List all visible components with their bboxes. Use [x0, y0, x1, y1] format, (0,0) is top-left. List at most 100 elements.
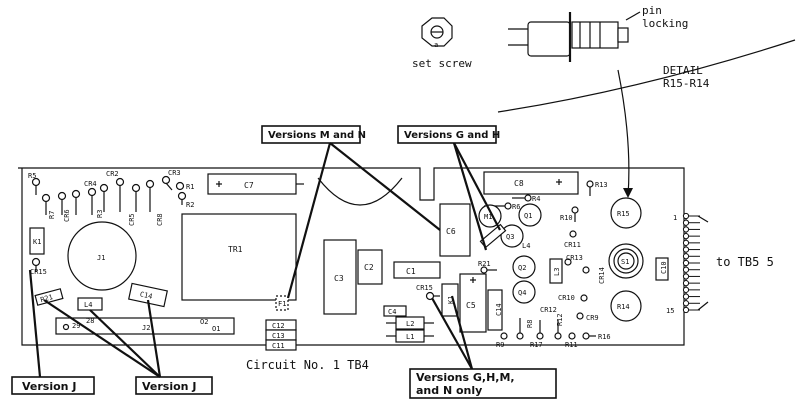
detail-pointer-arrow — [617, 69, 630, 197]
l3-inductor: L3 — [549, 258, 563, 284]
c5-label: C5 — [466, 301, 476, 310]
c12-label: C12 — [272, 322, 285, 330]
c12-c13-c11-stack: C12 C13 C11 — [265, 319, 297, 351]
cr9-diode: CR9 — [576, 312, 599, 322]
r9-label: R9 — [496, 341, 504, 349]
edge-pin — [682, 259, 690, 267]
detail-title: DETAIL — [663, 64, 703, 77]
locking-label: locking — [642, 17, 688, 30]
r2-label: R2 — [186, 201, 194, 209]
c3-capacitor: C3 — [323, 239, 357, 315]
c11-label: C11 — [272, 342, 285, 350]
callout-version-j-left: Version J — [11, 269, 95, 395]
cr5-label: CR5 — [128, 213, 136, 226]
cr4-label: CR4 — [84, 180, 97, 188]
edge-pin — [682, 212, 690, 220]
c6-label: C6 — [446, 227, 456, 236]
r4-label: R4 — [532, 195, 540, 203]
r11-label: R11 — [565, 341, 578, 349]
c1-label: C1 — [406, 267, 416, 276]
edge-pin — [682, 306, 690, 314]
versions-ghmn-line2: and N only — [416, 384, 482, 397]
c4-label: C4 — [388, 308, 396, 316]
edge-pin — [682, 273, 690, 280]
r15-potentiometer: R15 — [610, 197, 642, 229]
m1-label: M1 — [484, 213, 492, 221]
l4-label: L4 — [84, 301, 92, 309]
l2-inductor: L2 — [386, 316, 434, 330]
c1-capacitor: C1 — [393, 261, 441, 279]
j2-label: J2 — [142, 324, 150, 332]
cr15-left-label: CR15 — [30, 268, 47, 276]
c2-label: C2 — [364, 263, 374, 272]
pin-label: pin — [642, 4, 662, 17]
to-tb5-label: to TB5 5 — [716, 255, 774, 269]
c8-label: C8 — [514, 179, 524, 188]
c14-label: C14 — [495, 303, 503, 316]
cr11-label: CR11 — [564, 241, 581, 249]
j2-pin28-label: 28 — [86, 317, 94, 325]
cr15-label: CR15 — [416, 284, 433, 292]
board-outline — [18, 167, 685, 346]
l3-label: L3 — [553, 268, 561, 276]
k1-left-relay: K1 — [29, 227, 45, 255]
r21-left-resistor: R21 — [34, 288, 64, 306]
r14-potentiometer: R14 — [610, 290, 642, 322]
l1-inductor: L1 — [386, 329, 434, 343]
cr3-label: CR3 — [168, 169, 181, 177]
versions-mn-label: Versions M and N — [268, 130, 366, 141]
edge-pin — [682, 239, 690, 246]
r15-label: R15 — [617, 210, 630, 218]
edge-pin — [682, 300, 690, 307]
c5-capacitor: C5 — [459, 273, 487, 333]
q1-transistor: Q1 — [518, 203, 542, 227]
l4b-label: L4 — [522, 242, 530, 250]
c10-capacitor: C10 — [655, 257, 669, 281]
r6-label: R6 — [512, 203, 520, 211]
callout-versions-ghmn: Versions G,H,M, and N only — [409, 295, 557, 399]
s1-switch: S1 — [608, 243, 644, 279]
cr15-diode: CR15 — [416, 284, 440, 301]
j2-connector: 29 28 J2 O2 O1 — [55, 317, 235, 335]
q3-label: Q3 — [506, 233, 514, 241]
edge-pin — [682, 253, 690, 260]
cr15-left-diode: CR15 — [30, 257, 47, 276]
r10-resistor: R10 — [560, 206, 579, 222]
j1-label: J1 — [97, 254, 105, 262]
edge-pin — [682, 293, 690, 300]
k1-left-label: K1 — [33, 238, 41, 246]
cr10-label: CR10 — [558, 294, 575, 302]
cr6-label: CR6 — [63, 209, 71, 222]
f1-label: F1 — [278, 300, 286, 308]
set-screw-label: set screw — [412, 57, 472, 70]
l2-label: L2 — [406, 320, 414, 328]
version-j-left-label: Version J — [22, 380, 76, 393]
c2-capacitor: C2 — [357, 249, 383, 285]
c3-label: C3 — [334, 274, 344, 283]
l4-inductor: L4 — [77, 297, 103, 311]
edge-pin — [682, 246, 690, 253]
j1-connector: J1 — [67, 221, 137, 291]
set-screw-detail: a set screw — [412, 17, 472, 70]
versions-ghmn-line1: Versions G,H,M, — [416, 371, 515, 384]
c4-capacitor: C4 — [383, 305, 407, 317]
pin-locking-detail: pin locking DETAIL R15-R14 — [508, 4, 710, 90]
r5-label: R5 — [28, 172, 36, 180]
j2-pin2-label: O2 — [200, 318, 208, 326]
c8-capacitor: C8 — [483, 171, 579, 195]
r21-resistor: R21 — [478, 260, 497, 274]
versions-gh-label: Versions G and H — [404, 130, 500, 141]
edge-pin — [682, 219, 690, 226]
j2-pin29-label: 29 — [72, 322, 80, 330]
r16-label: R16 — [598, 333, 611, 341]
cr14-diode: CR14 — [582, 266, 606, 284]
cr13-diode: CR13 — [564, 254, 583, 266]
callout-version-j-mid: Version J — [43, 299, 213, 395]
cr2-label: CR2 — [106, 170, 119, 178]
r7-label: R7 — [48, 211, 56, 219]
k1-relay: K1 — [441, 283, 459, 317]
cr14-label: CR14 — [598, 267, 606, 284]
cr9-label: CR9 — [586, 314, 599, 322]
